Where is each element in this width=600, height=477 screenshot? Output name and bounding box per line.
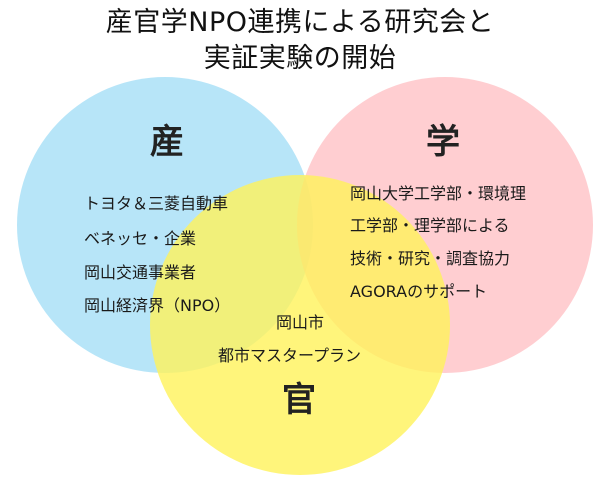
industry-label: 産 (150, 122, 184, 162)
academia-label: 学 (426, 122, 460, 162)
academia-item: AGORAのサポート (350, 282, 488, 301)
academia-item: 技術・研究・調査協力 (350, 249, 511, 268)
government-circle (150, 175, 450, 475)
industry-item: 岡山交通事業者 (84, 263, 197, 282)
industry-item: トヨタ＆三菱自動車 (84, 194, 229, 213)
page-title-line1: 産官学NPO連携による研究会と (105, 7, 495, 38)
government-item: 都市マスタープラン (218, 346, 362, 365)
government-label: 官 (282, 380, 316, 420)
academia-item: 工学部・理学部による (350, 216, 510, 235)
industry-item: ベネッセ・企業 (84, 229, 197, 248)
academia-item: 岡山大学工学部・環境理 (350, 184, 527, 203)
government-item: 岡山市 (276, 313, 325, 332)
page-title-line2: 実証実験の開始 (203, 43, 397, 74)
industry-item: 岡山経済界（NPO） (84, 296, 231, 315)
